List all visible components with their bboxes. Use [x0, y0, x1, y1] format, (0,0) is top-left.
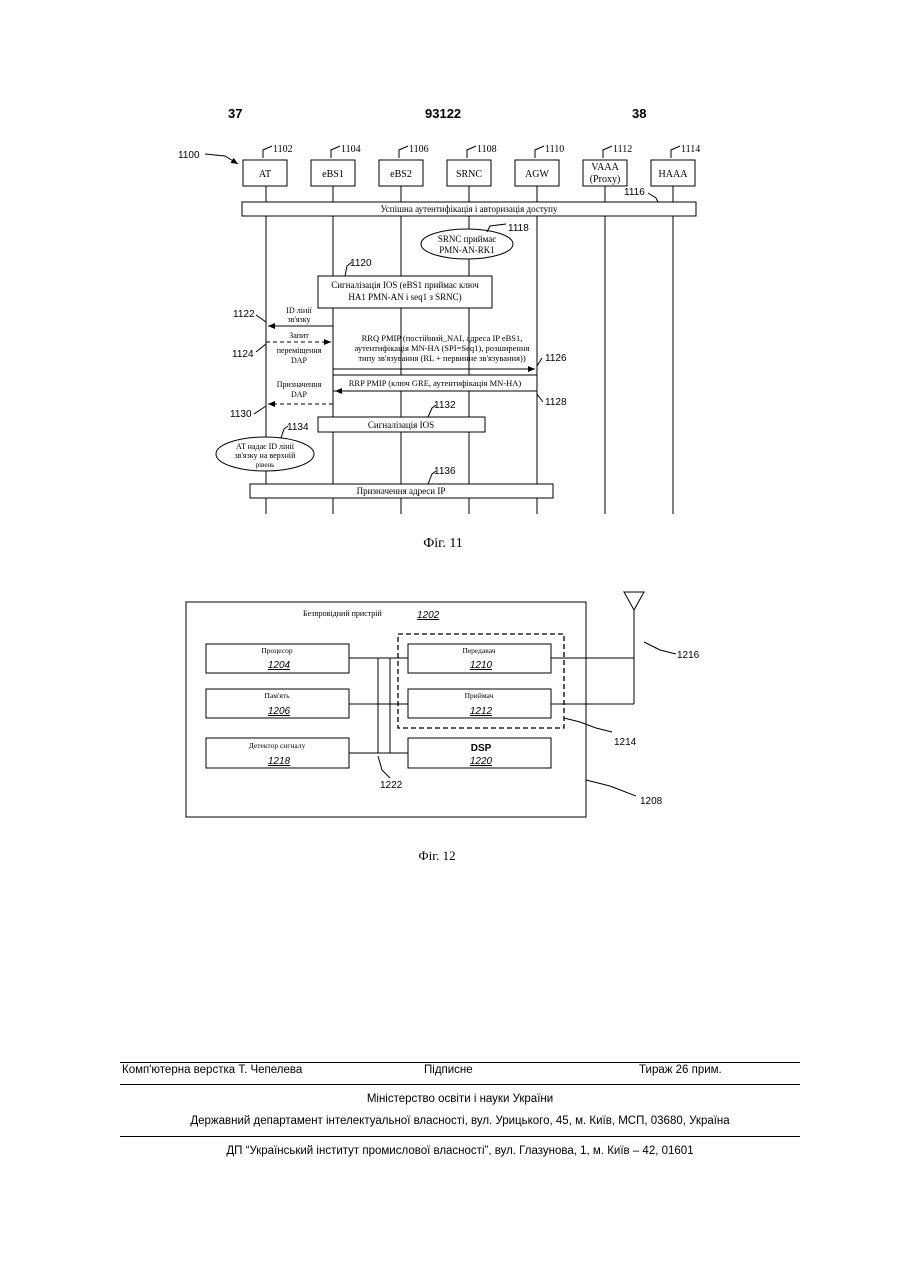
footer-rule-middle: [120, 1084, 800, 1085]
ref-1206: 1206: [268, 706, 291, 717]
device-label: Безпровідний пристрій: [303, 609, 383, 618]
footer-institute: ДП “Український інститут промислової вла…: [120, 1145, 800, 1157]
figure-12-caption: Фіг. 12: [418, 848, 455, 863]
figure-12-diagram: Безпровідний пристрій 1202 Процесор 1204…: [0, 580, 901, 880]
ref-1106: 1106: [409, 144, 429, 155]
srnc-note-line2: PMN-AN-RK1: [439, 245, 495, 255]
ref-1124: 1124: [232, 349, 254, 360]
dap-request-line1: Запит: [289, 331, 309, 340]
ref-1204: 1204: [268, 660, 291, 671]
ref-1114: 1114: [681, 144, 700, 155]
entity-vaaa-proxy: (Proxy): [590, 174, 621, 185]
ref-1220: 1220: [470, 756, 493, 767]
ref-1136: 1136: [434, 466, 456, 477]
block-transmitter-name: Передавач: [462, 646, 495, 655]
ref-1118: 1118: [508, 223, 529, 234]
rrq-line1: RRQ PMIP (постійний_NAI, адреса IP eBS1,: [362, 333, 523, 343]
ref-1110: 1110: [545, 144, 564, 155]
at-note-line1: AT надає ID лінії: [236, 442, 295, 451]
ref-1112: 1112: [613, 144, 632, 155]
ref-1104: 1104: [341, 144, 361, 155]
rrq-line2: аутентифікація MN-HA (SPI=Seq1), розшире…: [355, 343, 530, 353]
link-id-line2: зв'язку: [288, 315, 311, 324]
ios-box-line1: Сигналізація IOS (eBS1 приймає ключ: [331, 280, 479, 290]
entity-vaaa: VAAA: [591, 162, 619, 173]
footer-circulation: Тираж 26 прим.: [639, 1064, 722, 1076]
figure-11-caption: Фіг. 11: [423, 536, 463, 551]
entity-at: AT: [259, 169, 271, 180]
footer-rule-bottom: [120, 1136, 800, 1137]
link-id-line1: ID лінії: [286, 306, 312, 315]
dap-request-line3: DAP: [291, 356, 308, 365]
ref-1102: 1102: [273, 144, 293, 155]
footer-department: Державний департамент інтелектуальної вл…: [120, 1115, 800, 1127]
ref-1122: 1122: [233, 309, 255, 320]
at-note-line3: рівень: [256, 461, 275, 469]
dap-assign-line2: DAP: [291, 390, 308, 399]
ref-1130: 1130: [230, 409, 252, 420]
ref-1210: 1210: [470, 660, 493, 671]
ip-assignment-text: Призначення адреси IP: [357, 486, 446, 496]
rrq-line3: типу зв'язування (RL + первинне зв'язува…: [358, 353, 526, 363]
block-signal-detector-name: Детектор сигналу: [249, 741, 306, 750]
ref-1126: 1126: [545, 353, 567, 364]
auth-bar-text: Успішна аутентифікація і авторизація дос…: [381, 204, 558, 214]
ref-1222: 1222: [380, 780, 403, 791]
ref-1108: 1108: [477, 144, 497, 155]
ref-1100: 1100: [178, 150, 200, 161]
ref-1218: 1218: [268, 756, 291, 767]
dap-assign-line1: Призначення: [277, 380, 322, 389]
ref-1216: 1216: [677, 650, 700, 661]
block-dsp-name: DSP: [471, 743, 492, 754]
srnc-note-line1: SRNC приймає: [438, 234, 496, 244]
footer-rule-top: [120, 1062, 800, 1063]
entity-srnc: SRNC: [456, 169, 482, 180]
entity-haaa: HAAA: [659, 169, 689, 180]
block-processor-name: Процесор: [261, 646, 293, 655]
ref-1120: 1120: [350, 258, 372, 269]
entity-ebs1: eBS1: [322, 169, 344, 180]
ref-1128: 1128: [545, 397, 567, 408]
entity-agw: AGW: [525, 169, 549, 180]
entity-ebs2: eBS2: [390, 169, 412, 180]
ref-1134: 1134: [287, 422, 309, 433]
figure-11-diagram: 1100 AT eBS1 eBS2 SRNC AGW VAAA (Proxy) …: [0, 0, 901, 560]
block-memory-name: Пам'ять: [265, 691, 291, 700]
ref-1214: 1214: [614, 737, 637, 748]
dap-request-line2: переміщення: [277, 346, 322, 355]
footer-signed: Підписне: [424, 1064, 473, 1076]
ios-box-line2: HA1 PMN-AN і seq1 з SRNC): [348, 292, 461, 302]
ref-1202: 1202: [417, 610, 440, 621]
rrp-text: RRP PMIP (ключ GRE, аутентифікація MN-HA…: [349, 378, 522, 388]
ref-1116: 1116: [624, 187, 645, 198]
ios-signalling-text: Сигналізація IOS: [368, 420, 434, 430]
ref-1208: 1208: [640, 796, 663, 807]
ref-1132: 1132: [434, 400, 456, 411]
footer-ministry: Міністерство освіти і науки України: [120, 1093, 800, 1105]
at-note-line2: зв'язку на верхній: [235, 451, 297, 460]
block-receiver-name: Приймач: [465, 691, 494, 700]
ref-1212: 1212: [470, 706, 493, 717]
